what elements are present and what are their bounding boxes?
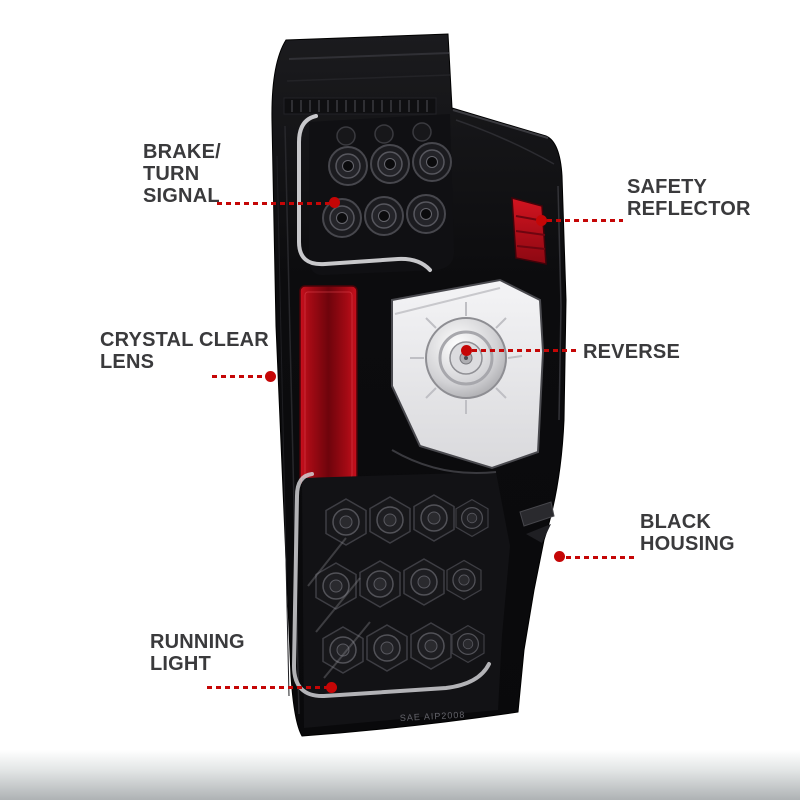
leader-line-safety-reflector (547, 219, 623, 222)
callout-line: BLACK (640, 511, 711, 533)
brake-turn-signal-led-cluster (297, 114, 455, 276)
callout-line: SIGNAL (143, 185, 220, 207)
floor-shadow-gradient (0, 750, 800, 800)
callout-safety-reflector: SAFETY REFLECTOR (627, 176, 751, 220)
callout-running-light: RUNNING LIGHT (150, 631, 245, 675)
red-reflector-bar (299, 285, 358, 485)
callout-line: REVERSE (583, 341, 680, 363)
reverse-lens (391, 278, 545, 470)
callout-line: RUNNING (150, 631, 245, 653)
callout-line: HOUSING (640, 533, 735, 555)
callout-line: LIGHT (150, 653, 211, 675)
tail-light-image: SAE AIP2008 (271, 33, 567, 737)
callout-black-housing: BLACK HOUSING (640, 511, 735, 555)
callout-crystal-clear-lens: CRYSTAL CLEAR LENS (100, 329, 269, 373)
callout-line: LENS (100, 351, 155, 373)
safety-reflector-lens (511, 197, 547, 265)
callout-reverse: REVERSE (583, 341, 680, 363)
leader-line-black-housing (566, 556, 634, 559)
leader-dot-black-housing (554, 551, 565, 562)
leader-dot-reverse (461, 345, 472, 356)
leader-dot-crystal-clear-lens (265, 371, 276, 382)
callout-line: SAFETY (627, 176, 708, 198)
black-housing-pocket (519, 501, 555, 543)
leader-line-reverse (472, 349, 578, 352)
callout-line: REFLECTOR (627, 198, 751, 220)
leader-dot-running-light (326, 682, 337, 693)
callout-line: CRYSTAL CLEAR (100, 329, 269, 351)
running-light-led-cluster (291, 449, 510, 728)
leader-line-crystal-clear-lens (212, 375, 267, 378)
leader-dot-brake-turn-signal (329, 197, 340, 208)
leader-line-running-light (207, 686, 327, 689)
leader-line-brake-turn-signal (217, 202, 329, 205)
callout-line: TURN (143, 163, 200, 185)
callout-brake-turn-signal: BRAKE/ TURN SIGNAL (143, 141, 221, 207)
callout-line: BRAKE/ (143, 141, 221, 163)
molded-marking-text: SAE AIP2008 (400, 710, 466, 723)
leader-dot-safety-reflector (536, 215, 547, 226)
